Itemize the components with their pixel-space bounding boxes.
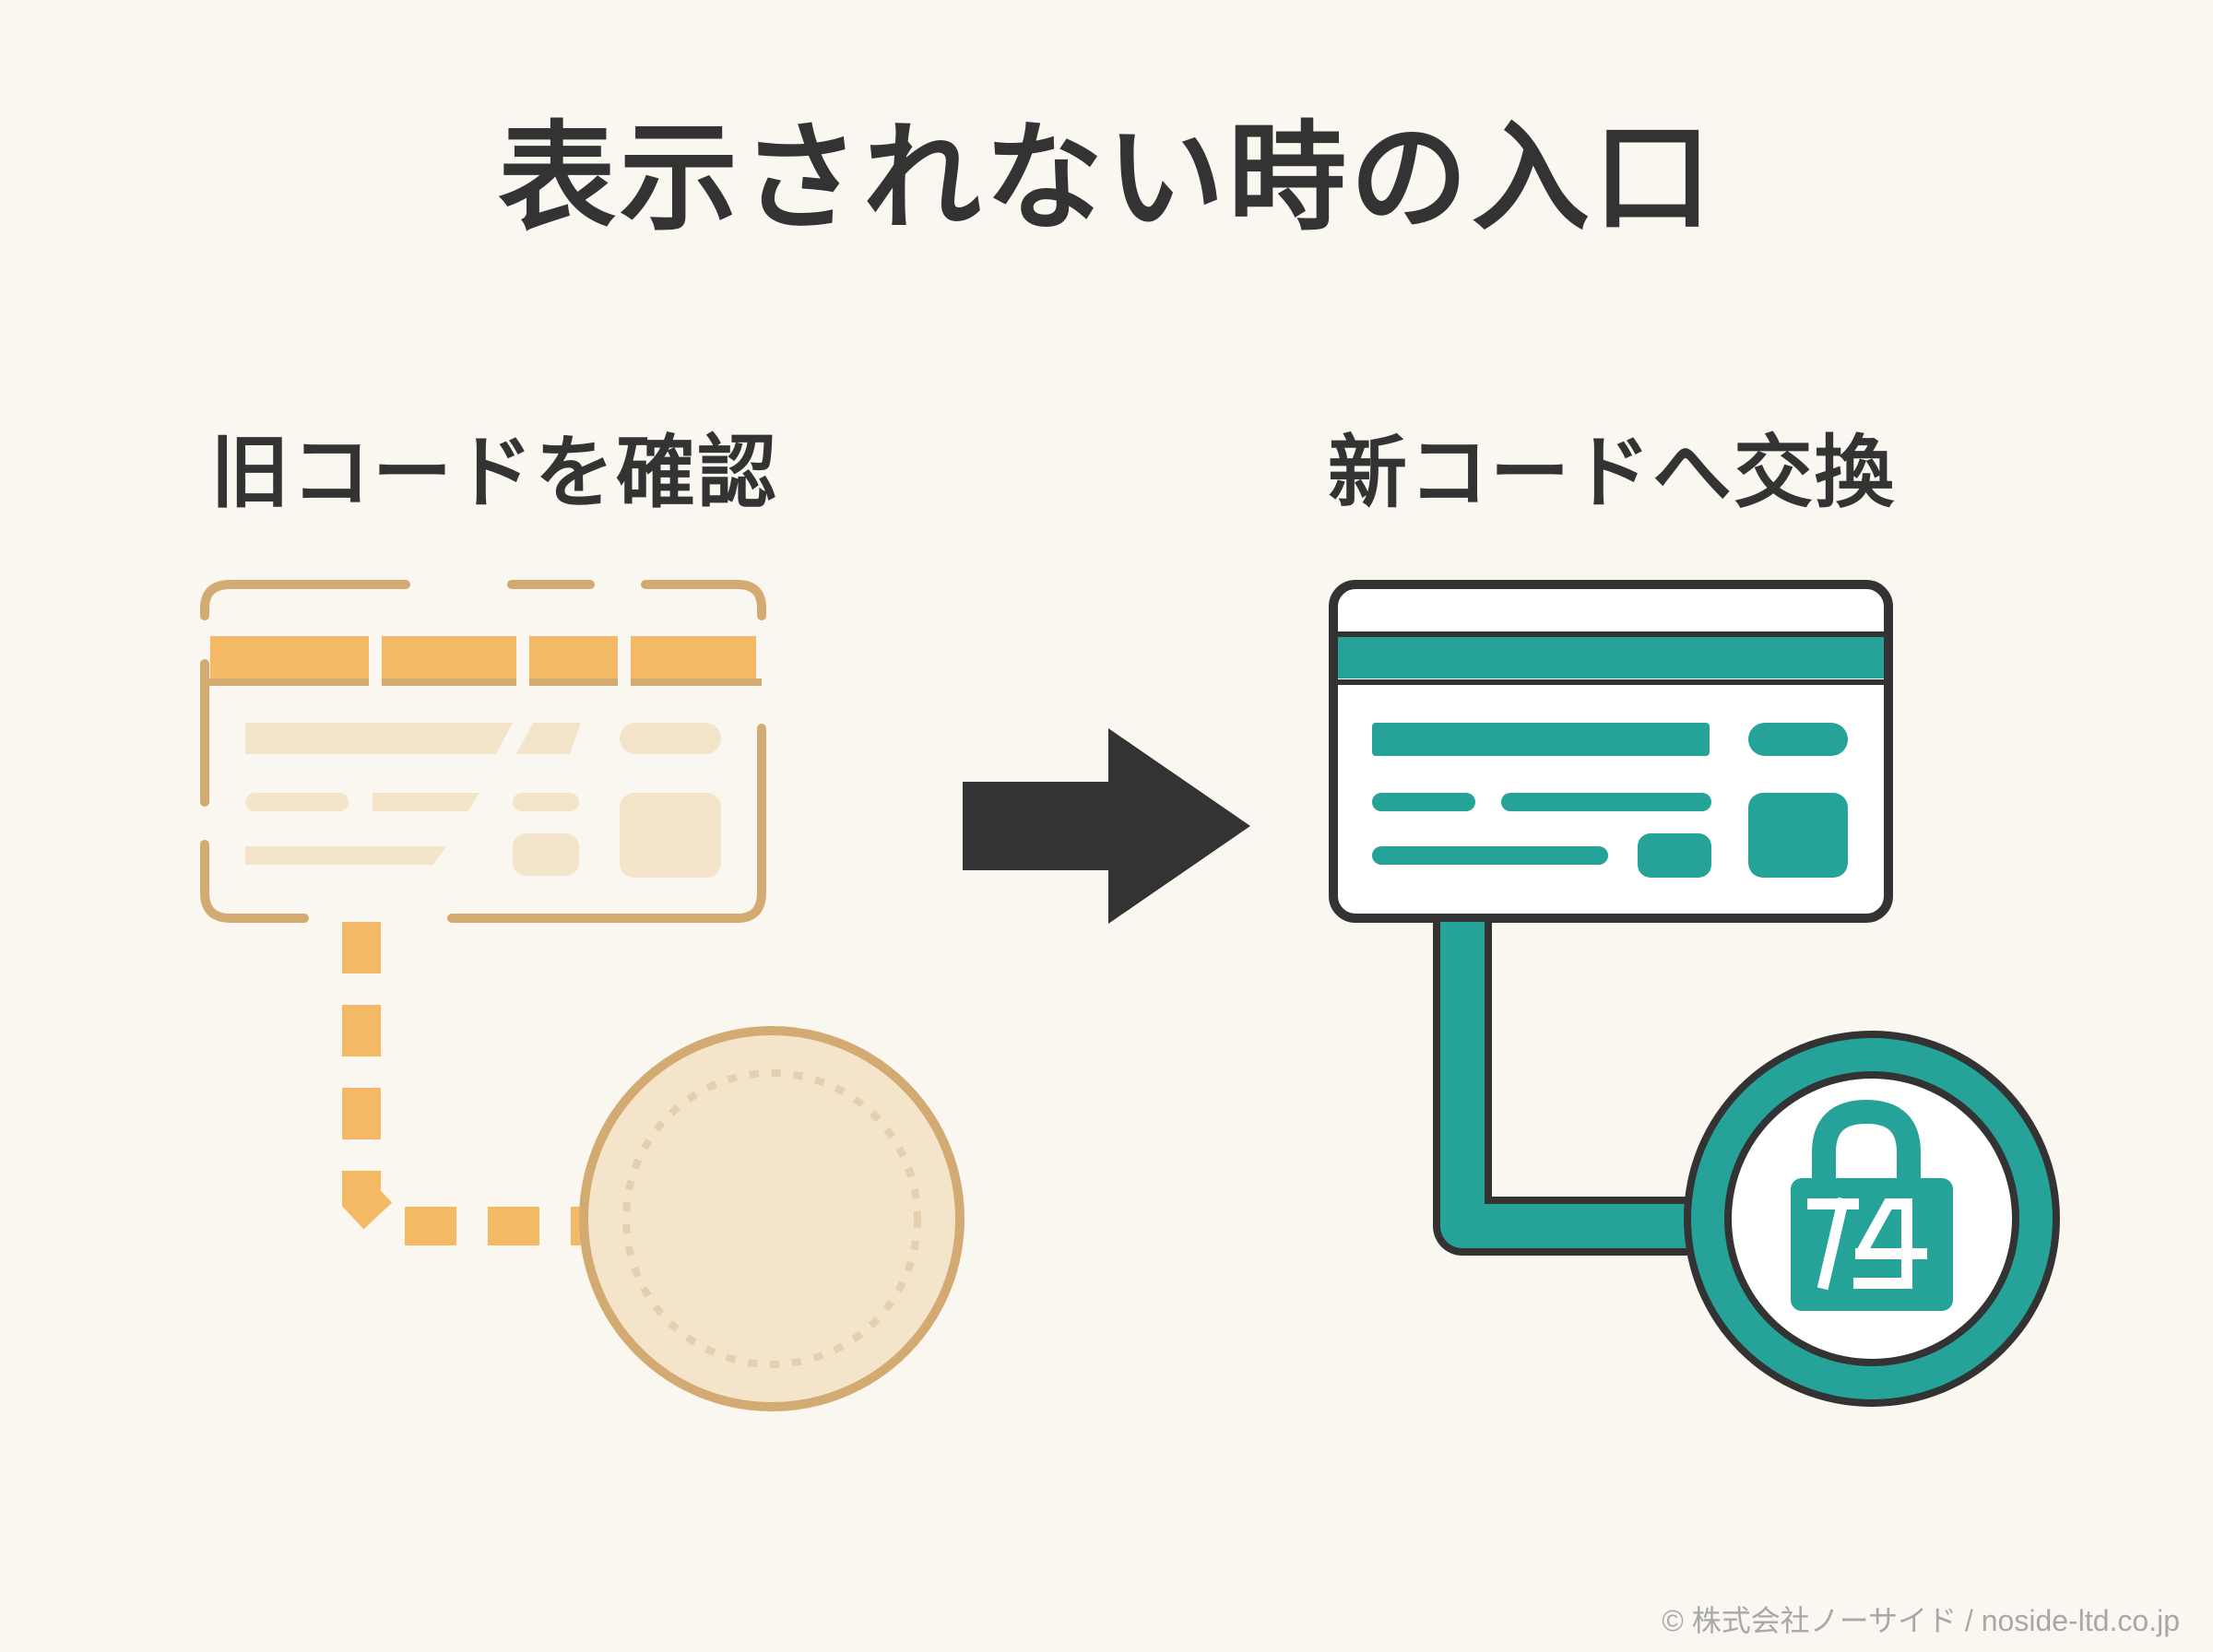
right-arrow-icon (963, 728, 1250, 924)
lock-badge-icon (1684, 1031, 2060, 1407)
broken-connector (342, 922, 581, 1245)
step-label-old: 旧コードを確認 (210, 427, 778, 519)
empty-coin-icon (579, 1026, 964, 1411)
card-icon (1329, 580, 1893, 923)
broken-card-icon (200, 580, 766, 923)
page-title: 表示されない時の入口 (497, 110, 1715, 247)
step-label-new: 新コードへ交換 (1328, 427, 1896, 519)
secure-connector (1433, 922, 1697, 1256)
copyright-footer: © 株式会社ノーサイド / noside-ltd.co.jp (1662, 1604, 2180, 1637)
